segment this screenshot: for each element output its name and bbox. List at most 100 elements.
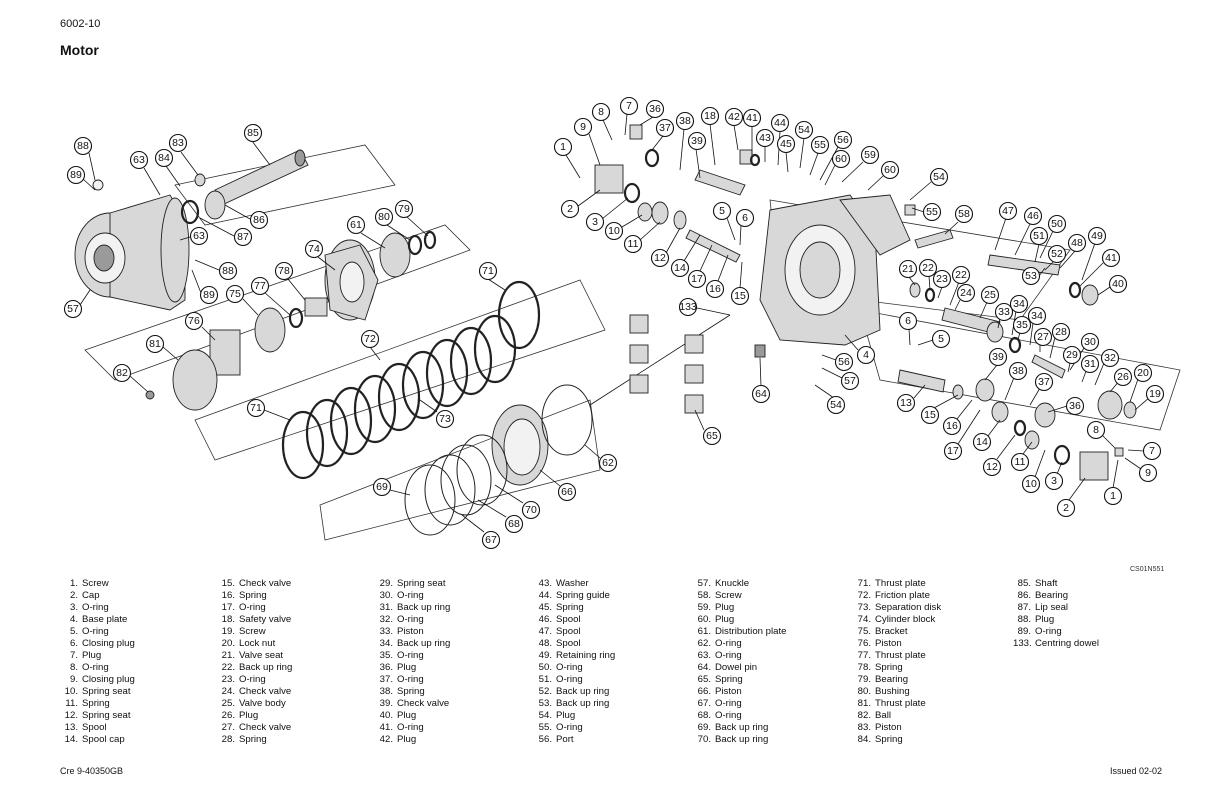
svg-text:87: 87 [237,231,249,243]
callout: 2 [560,189,601,219]
legend-item: 9.Closing plug [69,674,135,685]
svg-text:8: 8 [598,106,604,118]
legend-item: 61.Distribution plate [697,626,787,637]
legend-item: 43.Washer [538,578,589,589]
svg-text:28: 28 [1055,326,1067,338]
svg-text:72: 72 [364,333,376,345]
svg-text:6: 6 [742,212,748,224]
callout: 27 [1033,327,1053,352]
svg-text:16: 16 [709,283,721,295]
springs-drawing [629,314,766,414]
callout: 79 [394,199,429,237]
callout: 52 [1044,244,1067,271]
legend-column-7: 85.Shaft 86.Bearing 87.Lip seal 88.Plug … [1013,578,1099,650]
legend-item: 79.Bearing [857,674,909,685]
svg-text:23: 23 [936,273,948,285]
callout: 18 [700,106,720,166]
plates-group-frame [194,279,606,461]
legend-item: 51.O-ring [538,674,583,685]
callout: 10 [604,214,643,241]
svg-text:37: 37 [1038,376,1050,388]
callout: 6 [898,311,918,346]
callout: 60 [867,160,900,191]
callout: 32 [1094,348,1120,386]
legend-item: 39.Check valve [379,698,450,709]
legend-item: 24.Check valve [221,686,292,697]
svg-text:35: 35 [1016,319,1028,331]
svg-text:17: 17 [947,445,959,457]
legend-item: 14.Spool cap [64,734,125,745]
legend-item: 23.O-ring [221,674,266,685]
legend-item: 81.Thrust plate [857,698,926,709]
svg-text:12: 12 [986,461,998,473]
legend-item: 87.Lip seal [1017,602,1069,613]
callout: 59 [841,145,880,183]
svg-text:38: 38 [1012,365,1024,377]
callout: 80 [374,207,411,241]
callout: 65 [694,409,722,446]
svg-text:71: 71 [250,402,262,414]
callout: 67 [461,514,501,550]
callout: 2 [1056,477,1086,518]
legend-item: 71.Thrust plate [857,578,926,589]
legend-item: 36.Plug [379,662,417,673]
svg-text:78: 78 [278,265,290,277]
svg-text:2: 2 [1063,502,1069,514]
legend-item: 35.O-ring [379,650,424,661]
svg-text:71: 71 [482,265,494,277]
callout: 70 [494,484,541,520]
svg-text:7: 7 [1149,445,1155,457]
legend-item: 37.O-ring [379,674,424,685]
callout: 28 [1049,322,1071,359]
legend-item: 41.O-ring [379,722,424,733]
svg-text:59: 59 [864,149,876,161]
svg-text:54: 54 [798,124,810,136]
svg-text:42: 42 [728,111,740,123]
legend-item: 44.Spring guide [538,590,610,601]
svg-text:2: 2 [567,203,573,215]
legend-item: 12.Spring seat [64,710,131,721]
piston-and-orings-drawing [404,314,731,536]
legend-item: 62.O-ring [697,638,742,649]
svg-text:38: 38 [679,115,691,127]
legend-item: 60.Plug [697,614,735,625]
callout: 89 [66,165,96,191]
svg-text:18: 18 [704,110,716,122]
legend-item: 86.Bearing [1017,590,1069,601]
legend-item: 73.Separation disk [857,602,942,613]
callout: 23 [932,269,952,299]
svg-text:1: 1 [1110,490,1116,502]
callout: 66 [539,469,577,502]
svg-text:56: 56 [838,356,850,368]
svg-text:81: 81 [149,338,161,350]
svg-text:34: 34 [1013,298,1025,310]
svg-text:11: 11 [628,238,639,250]
callout: 56 [821,352,854,372]
legend-column-4: 43.Washer 44.Spring guide 45.Spring 46.S… [534,578,616,746]
base-plate-drawing [759,194,911,346]
svg-text:7: 7 [626,100,632,112]
callout: 74 [304,239,336,271]
legend-item: 22.Back up ring [221,662,293,673]
svg-text:67: 67 [485,534,497,546]
callout: 51 [1029,226,1049,263]
legend-item: 34.Back up ring [379,638,451,649]
legend-item: 69.Back up ring [697,722,769,733]
callout: 44 [770,113,790,166]
callout: 22 [949,265,971,306]
svg-text:89: 89 [203,289,215,301]
callout: 36 [639,99,665,126]
svg-text:80: 80 [378,211,390,223]
svg-text:53: 53 [1025,270,1037,282]
callout: 57 [63,289,91,319]
legend-item: 65.Spring [697,674,743,685]
callout: 41 [1079,248,1121,287]
svg-text:57: 57 [67,303,79,315]
legend-item: 38.Spring [379,686,425,697]
svg-text:40: 40 [1112,278,1124,290]
callout: 6 [735,208,755,246]
svg-text:82: 82 [116,367,128,379]
callout: 37 [651,118,675,151]
svg-text:32: 32 [1104,352,1116,364]
